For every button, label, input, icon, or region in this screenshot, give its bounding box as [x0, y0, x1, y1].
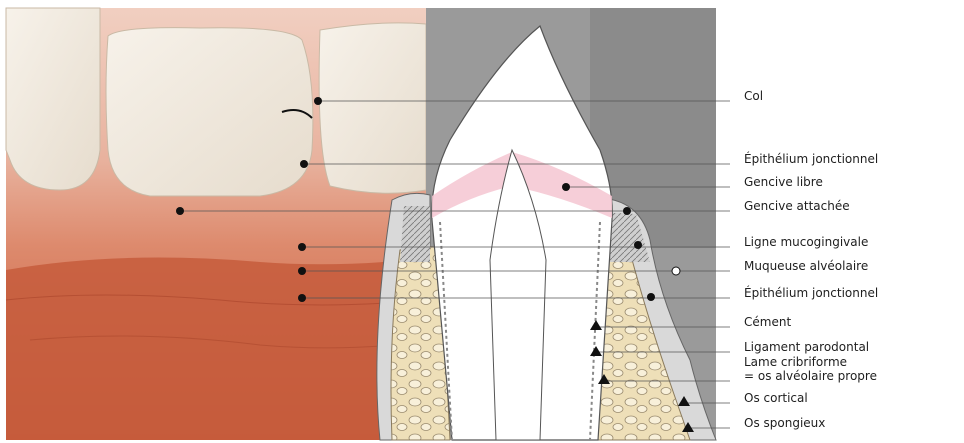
- marker-epithelium-2: [298, 294, 306, 302]
- marker-ligne: [298, 243, 306, 251]
- label-os-spongieux: Os spongieux: [744, 417, 825, 430]
- gum-photo: [6, 8, 426, 440]
- label-muqueuse-alveolaire: Muqueuse alvéolaire: [744, 260, 868, 273]
- marker-muqueuse: [298, 267, 306, 275]
- marker-ligne-2: [634, 241, 642, 249]
- marker-col: [314, 97, 322, 105]
- label-epithelium-jonctionnel: Épithélium jonctionnel: [744, 153, 878, 166]
- label-lame-cribriforme: Lame cribriforme: [744, 356, 847, 369]
- marker-epithelium: [300, 160, 308, 168]
- label-os-alveolaire-propre: = os alvéolaire propre: [744, 370, 877, 383]
- marker-gencive-attachee: [176, 207, 184, 215]
- marker-epithelium-3: [647, 293, 655, 301]
- marker-gencive-attachee-2: [623, 207, 631, 215]
- label-ligament-parodontal: Ligament parodontal: [744, 341, 869, 354]
- label-gencive-attachee: Gencive attachée: [744, 200, 850, 213]
- marker-gencive-libre: [562, 183, 570, 191]
- label-col: Col: [744, 90, 763, 103]
- label-ligne-mucogingivale: Ligne mucogingivale: [744, 236, 868, 249]
- label-cement: Cément: [744, 316, 791, 329]
- label-os-cortical: Os cortical: [744, 392, 808, 405]
- label-epithelium-jonctionnel-2: Épithélium jonctionnel: [744, 287, 878, 300]
- marker-muqueuse-2: [672, 267, 680, 275]
- label-gencive-libre: Gencive libre: [744, 176, 823, 189]
